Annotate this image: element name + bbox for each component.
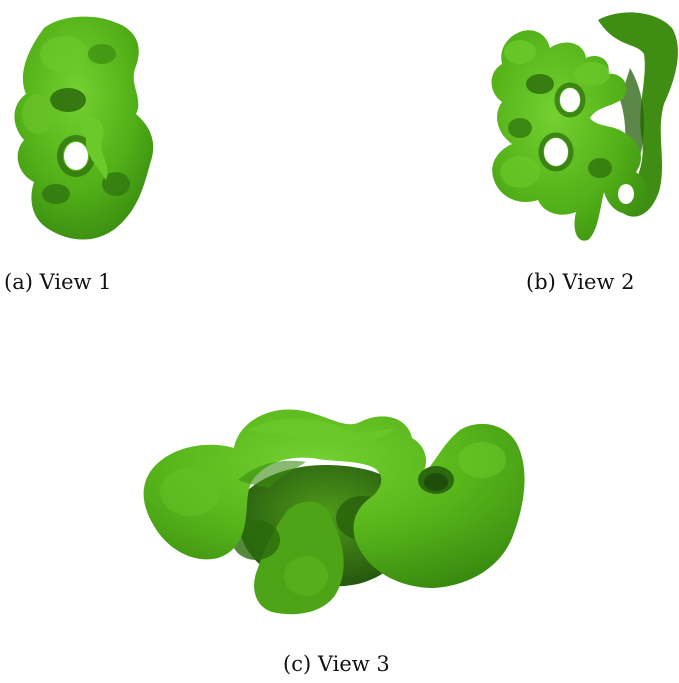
cavity: [88, 44, 116, 64]
molecule-surface-view-3: [143, 409, 525, 615]
cavity: [42, 184, 70, 204]
cavity: [538, 132, 574, 172]
caption-view-3: (c) View 3: [283, 652, 390, 676]
view-3-render: [138, 400, 530, 622]
surface-lobe: [248, 418, 394, 442]
surface-lobe: [40, 36, 88, 72]
surface-lobe: [284, 556, 328, 596]
surface-lobe: [22, 94, 54, 134]
cavity: [544, 138, 568, 166]
cavity: [50, 88, 86, 112]
surface-body: [143, 409, 525, 588]
cavity: [64, 142, 88, 170]
cavity: [618, 184, 634, 204]
cavity: [102, 172, 130, 196]
caption-view-1: (a) View 1: [4, 270, 112, 294]
surface-lobe: [160, 468, 220, 516]
surface-back-loop: [598, 12, 678, 217]
surface-shadow: [232, 520, 280, 560]
cavity: [560, 88, 580, 112]
surface-lobe: [504, 40, 536, 64]
surface-lobe: [574, 62, 610, 86]
surface-lobe: [500, 156, 540, 188]
cavity: [424, 473, 448, 491]
view-1-render: [4, 14, 164, 246]
cavity: [554, 82, 586, 118]
caption-view-2: (b) View 2: [526, 270, 635, 294]
surface-shadow: [238, 460, 306, 488]
cavity: [508, 118, 532, 138]
surface-lobe: [458, 442, 506, 478]
cavity: [588, 158, 612, 178]
surface-lobe: [79, 116, 108, 180]
cavity: [526, 74, 554, 94]
molecule-surface-view-1: [14, 16, 154, 240]
molecule-surface-view-2: [491, 12, 678, 241]
view-2-render: [480, 8, 679, 244]
